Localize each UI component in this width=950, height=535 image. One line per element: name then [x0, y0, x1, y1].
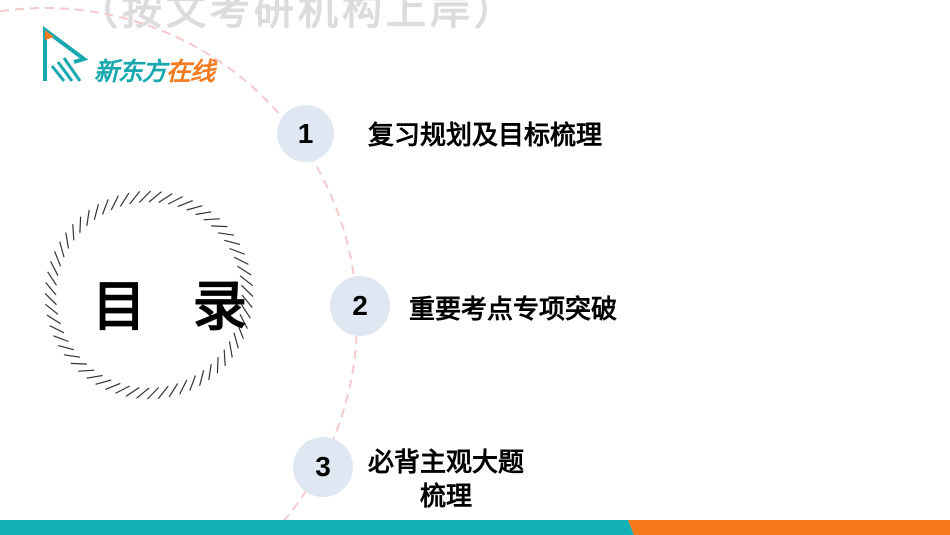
brand-logo: 新东方在线 — [42, 26, 242, 88]
toc-item-2[interactable]: 重要考点专项突破 — [409, 295, 618, 325]
item-3-badge: 3 — [293, 437, 353, 497]
logo-wordmark: 新东方在线 — [94, 57, 215, 86]
footer-bar — [0, 520, 950, 535]
toc-title: 目 录 — [92, 275, 261, 338]
toc-item-3[interactable]: 必背主观大题 梳理 — [368, 448, 525, 512]
item-1-badge: 1 — [277, 105, 334, 162]
watermark-text: （按文考研机构上岸） — [78, 0, 518, 34]
item-2-badge: 2 — [330, 276, 390, 336]
logo-arrow-icon — [43, 26, 89, 82]
toc-item-1[interactable]: 复习规划及目标梳理 — [368, 121, 603, 151]
tick-ring-icon — [44, 190, 254, 400]
